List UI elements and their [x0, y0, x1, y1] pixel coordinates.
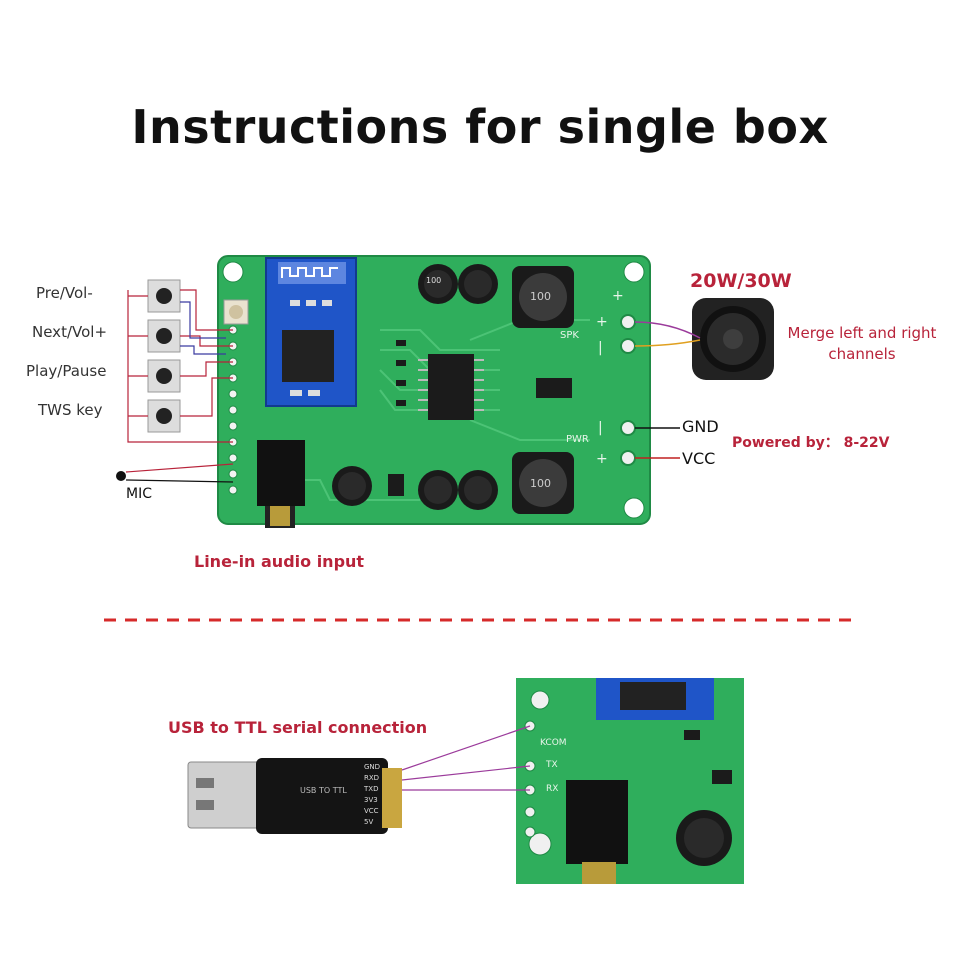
- speaker-icon: [692, 298, 774, 380]
- svg-text:|: |: [598, 420, 603, 436]
- label-prev-vol: Pre/Vol-: [36, 284, 93, 302]
- pwr-silk: PWR: [566, 434, 589, 445]
- main-pcb: + | | + +: [217, 255, 651, 528]
- usb-pin-label: TXD: [364, 785, 379, 793]
- usb-chip-silk: USB TO TTL: [300, 786, 347, 795]
- capacitor-group: [332, 264, 498, 510]
- usb-pin-label: 3V3: [364, 796, 378, 804]
- tx-silk: TX: [546, 760, 558, 770]
- inductor-label-top: 100: [530, 290, 551, 303]
- label-speaker-power: 20W/30W: [690, 270, 792, 292]
- pcb-closeup: [516, 678, 744, 884]
- inductor-label-bottom: 100: [530, 477, 551, 490]
- label-usb-ttl: USB to TTL serial connection: [168, 718, 428, 737]
- usb-pin-label: RXD: [364, 774, 380, 782]
- usb-ttl-module: [187, 758, 402, 834]
- cap-label: 100: [426, 276, 442, 285]
- label-next-vol: Next/Vol+: [32, 323, 108, 341]
- usb-pin-label: VCC: [364, 807, 379, 815]
- label-tws-key: TWS key: [38, 401, 103, 419]
- usb-pin-label: 5V: [364, 818, 374, 826]
- label-merge-channels: Merge left and right channels: [787, 324, 937, 363]
- label-mic: MIC: [126, 486, 152, 502]
- svg-text:+: +: [612, 288, 624, 304]
- rx-silk: RX: [546, 784, 559, 794]
- svg-text:+: +: [596, 451, 608, 467]
- kcom-silk: KCOM: [540, 738, 567, 748]
- label-powered-by: Powered by： 8-22V: [732, 435, 890, 451]
- svg-text:+: +: [596, 314, 608, 330]
- usb-pin-label: GND: [364, 763, 381, 771]
- svg-text:|: |: [598, 340, 603, 356]
- page-title: Instructions for single box: [131, 100, 829, 154]
- label-play-pause: Play/Pause: [26, 362, 107, 380]
- mic-icon: [116, 471, 126, 481]
- label-gnd: GND: [682, 417, 719, 436]
- label-line-in: Line-in audio input: [194, 552, 365, 571]
- label-vcc: VCC: [682, 449, 716, 468]
- spk-silk: SPK: [560, 330, 579, 341]
- tactile-buttons: [147, 279, 181, 433]
